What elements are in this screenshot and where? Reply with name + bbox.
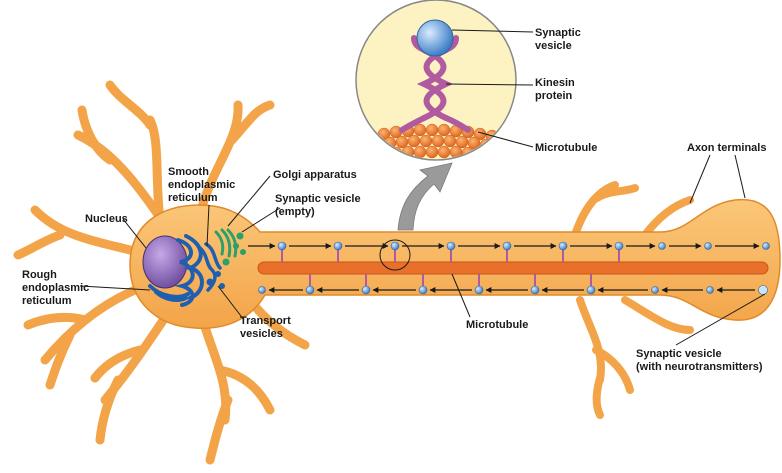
label-kinesin-protein: Kinesin protein [535,77,578,102]
label-synaptic-vesicle: Synaptic vesicle [535,27,584,52]
label-nucleus: Nucleus [85,213,128,225]
magnified-inset [356,0,516,162]
label-synaptic-vesicle-empty: Synaptic vesicle (empty) [275,193,364,218]
inset-synaptic-vesicle [417,20,453,56]
label-microtubule-inset: Microtubule [535,142,597,154]
label-smooth-er: Smooth endoplasmic reticulum [168,166,238,204]
label-microtubule-axon: Microtubule [466,319,528,331]
label-axon-terminals: Axon terminals [687,142,766,154]
label-golgi-apparatus: Golgi apparatus [273,169,357,181]
microtubule-bar [258,262,768,274]
axon-branches [575,185,690,415]
label-synaptic-vesicle-neurotransmitters: Synaptic vesicle (with neurotransmitters… [636,348,763,373]
label-rough-er: Rough endoplasmic reticulum [22,269,92,307]
zoom-arrow [398,163,452,230]
